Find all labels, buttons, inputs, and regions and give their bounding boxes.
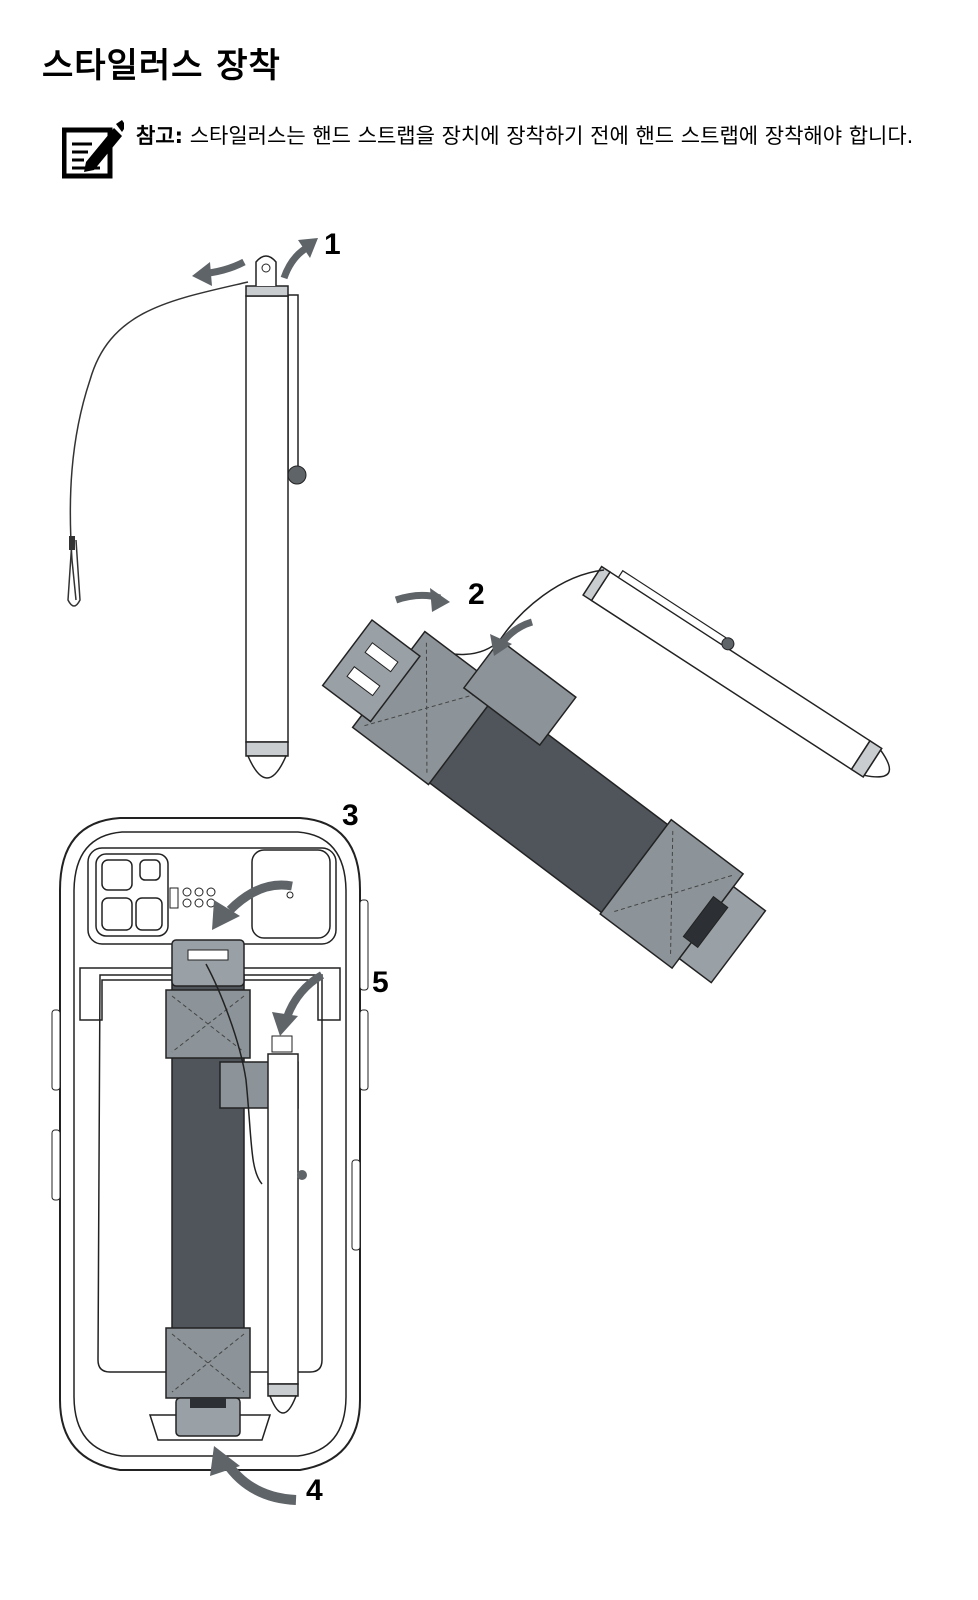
- step-4-label: 4: [306, 1474, 323, 1507]
- note-label: 참고:: [136, 124, 184, 148]
- device-back-step3-5: 3 4 5: [51, 799, 389, 1507]
- page-title: 스타일러스 장착: [42, 46, 281, 86]
- note-body: 스타일러스는 핸드 스트랩을 장치에 장착하기 전에 핸드 스트랩에 장착해야 …: [183, 124, 914, 148]
- note-text: 참고: 스타일러스는 핸드 스트랩을 장치에 장착하기 전에 핸드 스트랩에 장…: [136, 118, 936, 155]
- step-2-label: 2: [468, 578, 485, 611]
- strap-step2: 2: [321, 565, 891, 984]
- stylus-step1: 1: [67, 228, 341, 779]
- step-1-label: 1: [324, 228, 341, 261]
- note-pencil-icon: [62, 120, 124, 179]
- step-5-label: 5: [372, 966, 389, 999]
- step-3-label: 3: [342, 799, 359, 832]
